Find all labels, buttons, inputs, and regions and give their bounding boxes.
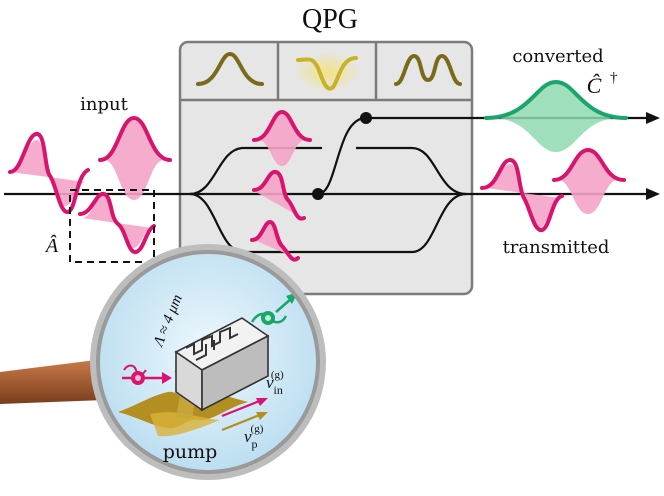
magnifier-handle [0,360,104,404]
velocity-in-arrow [221,398,268,418]
qpg-inner-pulse-mid [252,169,306,221]
selected-mode-box [69,189,155,263]
waveguide-chip-icon [174,317,270,412]
qpg-inner-pulse-low [250,219,300,262]
velocity-p-arrow [221,412,268,432]
converted-photon-icon [250,292,298,325]
second-order-mode-icon [394,53,462,86]
converted-pulse [484,79,628,152]
input-pulse-gaussian [98,115,172,200]
operator-a-label: Â [44,234,59,257]
first-order-mode-icon [296,56,358,91]
transmitted-pulse-first-order [480,157,564,232]
transmitted-label: transmitted [503,237,610,258]
converted-label: converted [512,46,603,67]
velocity-p-label: vp(g) [244,423,264,451]
qpg-box [178,40,474,296]
pump-label: pump [163,441,218,463]
operator-c-label: Ĉ [587,73,602,98]
operator-c-dagger: † [610,70,618,86]
transmitted-pulse-gaussian [552,147,626,214]
gaussian-mode-icon [196,51,264,86]
input-pulse-selected [78,192,156,254]
qpg-title: QPG [302,4,358,35]
input-pulse-first-order [8,132,90,214]
input-photon-icon [122,364,172,385]
qpg-inner-pulse-top [252,109,312,166]
input-label: input [80,94,128,115]
velocity-in-label: vin(g) [266,369,284,397]
